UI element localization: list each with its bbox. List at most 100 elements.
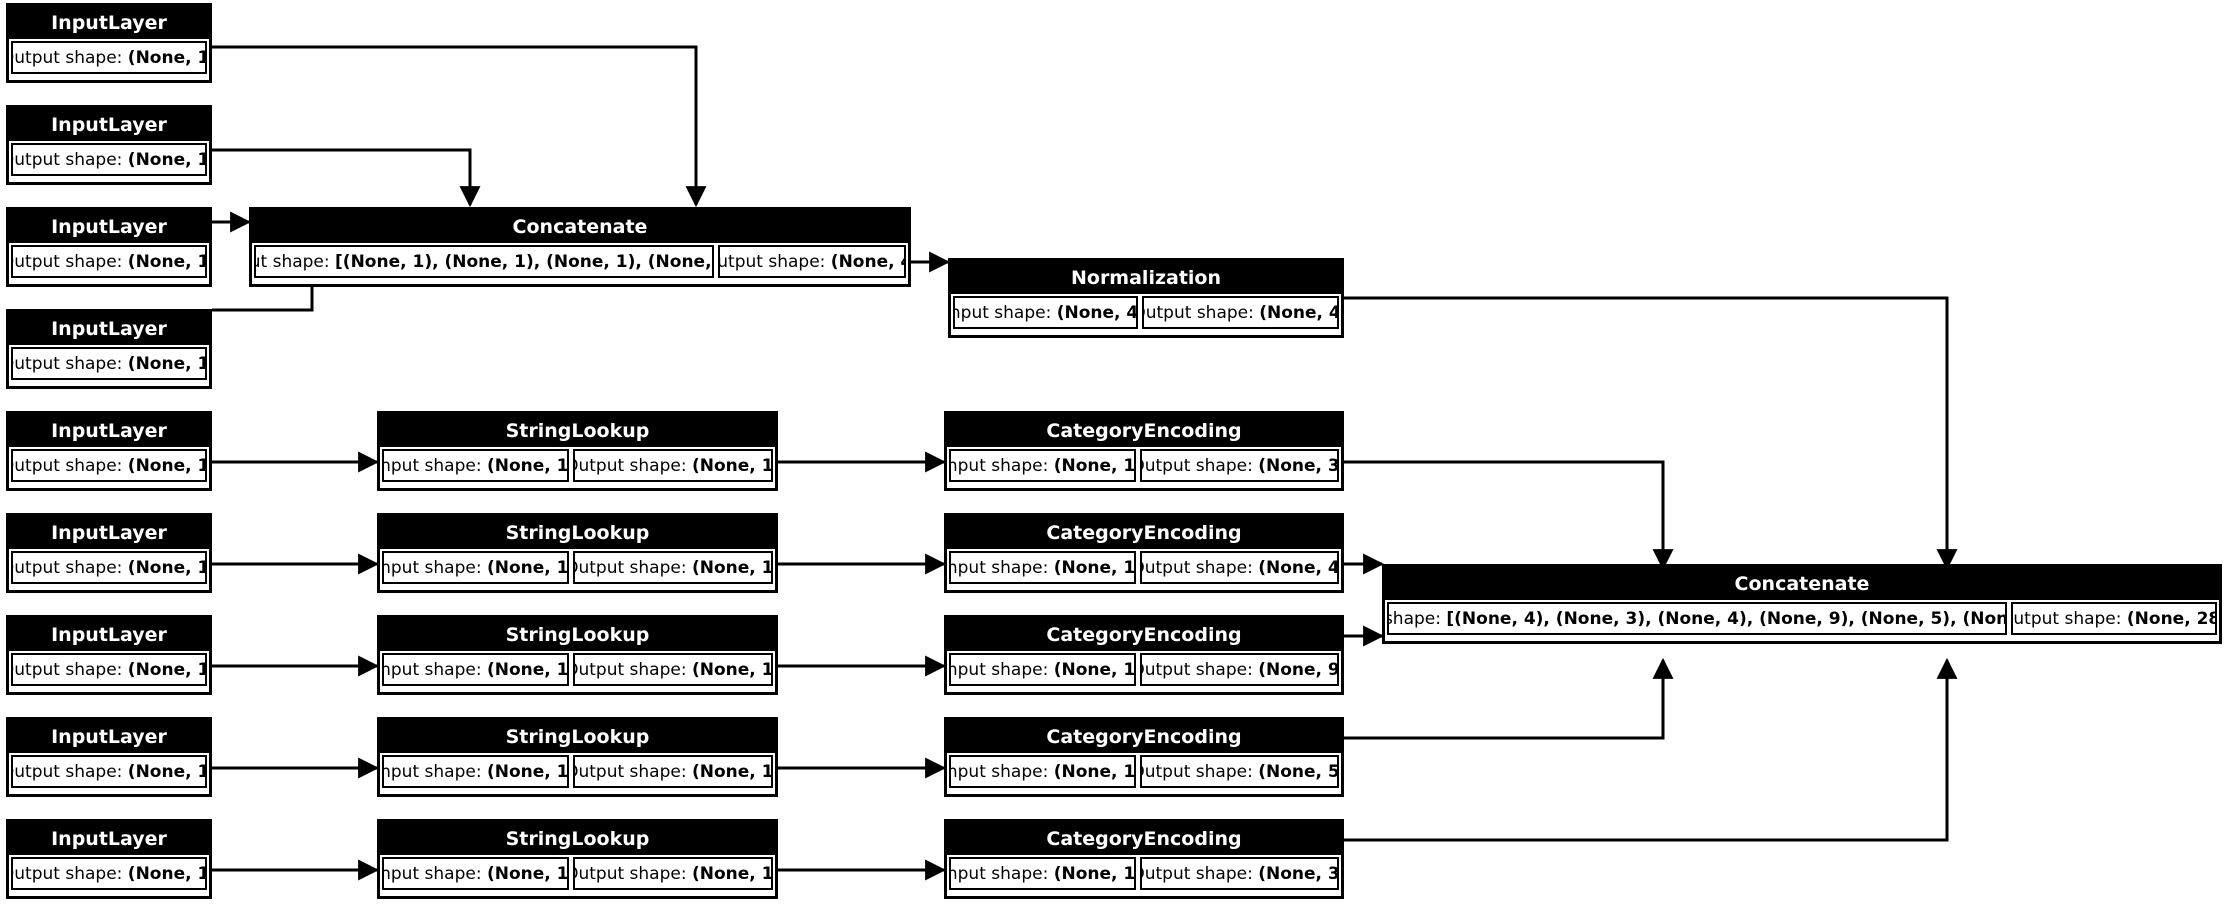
node-categoryencoding-1[interactable]: CategoryEncoding Input shape: (None, 1) … [944, 411, 1344, 491]
output-shape-cell: Output shape: (None, 4) [1141, 296, 1339, 329]
node-title: InputLayer [9, 414, 209, 447]
output-shape-value: (None, 4) [830, 251, 904, 272]
output-shape-cell: Output shape: (None, 1) [573, 551, 773, 584]
node-inputlayer-5[interactable]: InputLayer Output shape: (None, 1) [6, 411, 212, 491]
node-inputlayer-2[interactable]: InputLayer Output shape: (None, 1) [6, 105, 212, 185]
output-shape-cell: Output shape: (None, 1) [11, 653, 207, 686]
output-shape-value: (None, 1) [691, 557, 773, 578]
node-title: CategoryEncoding [947, 618, 1341, 651]
output-shape-label: Output shape: [1139, 455, 1253, 476]
output-shape-label: Output shape: [573, 455, 687, 476]
output-shape-label: Output shape: [573, 659, 687, 680]
output-shape-value: (None, 5) [1258, 761, 1339, 782]
node-title: InputLayer [9, 822, 209, 855]
node-categoryencoding-3[interactable]: CategoryEncoding Input shape: (None, 1) … [944, 615, 1344, 695]
output-shape-value: (None, 1) [127, 353, 205, 374]
output-shape-label: Output shape: [11, 251, 123, 272]
node-inputlayer-8[interactable]: InputLayer Output shape: (None, 1) [6, 717, 212, 797]
node-title: CategoryEncoding [947, 414, 1341, 447]
output-shape-label: Output shape: [1139, 761, 1253, 782]
output-shape-value: (None, 3) [1258, 455, 1339, 476]
node-categoryencoding-5[interactable]: CategoryEncoding Input shape: (None, 1) … [944, 819, 1344, 899]
node-inputlayer-7[interactable]: InputLayer Output shape: (None, 1) [6, 615, 212, 695]
input-shape-label: Input shape: [949, 659, 1049, 680]
output-shape-cell: Output shape: (None, 1) [11, 449, 207, 482]
node-inputlayer-6[interactable]: InputLayer Output shape: (None, 1) [6, 513, 212, 593]
input-shape-cell: Input shape: (None, 1) [382, 857, 570, 890]
output-shape-cell: Output shape: (None, 1) [11, 755, 207, 788]
node-inputlayer-1[interactable]: InputLayer Output shape: (None, 1) [6, 3, 212, 83]
output-shape-cell: Output shape: (None, 3) [1139, 449, 1339, 482]
input-shape-label: Input shape: [382, 557, 482, 578]
input-shape-label: Input shape: [256, 251, 330, 272]
node-stringlookup-3[interactable]: StringLookup Input shape: (None, 1) Outp… [377, 615, 778, 695]
input-shape-label: Input shape: [382, 455, 482, 476]
input-shape-cell: Input shape: (None, 1) [382, 449, 570, 482]
input-shape-value: (None, 1) [486, 863, 570, 884]
output-shape-label: Output shape: [11, 761, 123, 782]
node-concatenate-all[interactable]: Concatenate Input shape: [(None, 4), (No… [1382, 564, 2222, 644]
input-shape-cell: Input shape: [(None, 1), (None, 1), (Non… [254, 245, 714, 278]
output-shape-label: Output shape: [718, 251, 826, 272]
node-title: InputLayer [9, 6, 209, 39]
node-title: Concatenate [252, 210, 908, 243]
output-shape-label: Output shape: [1139, 863, 1253, 884]
output-shape-cell: Output shape: (None, 1) [573, 755, 773, 788]
edge-in2-concat [212, 148, 481, 208]
node-inputlayer-9[interactable]: InputLayer Output shape: (None, 1) [6, 819, 212, 899]
output-shape-cell: Output shape: (None, 1) [11, 551, 207, 584]
node-stringlookup-1[interactable]: StringLookup Input shape: (None, 1) Outp… [377, 411, 778, 491]
node-title: StringLookup [380, 414, 775, 447]
output-shape-value: (None, 4) [1259, 302, 1337, 323]
output-shape-value: (None, 1) [127, 761, 205, 782]
output-shape-label: Output shape: [11, 149, 123, 170]
output-shape-value: (None, 1) [127, 455, 205, 476]
input-shape-label: Input shape: [1387, 608, 1441, 629]
output-shape-label: Output shape: [11, 557, 123, 578]
output-shape-value: (None, 4) [1258, 557, 1339, 578]
input-shape-cell: Input shape: (None, 4) [953, 296, 1138, 329]
output-shape-cell: Output shape: (None, 5) [1139, 755, 1339, 788]
input-shape-value: [(None, 1), (None, 1), (None, 1), (None,… [335, 251, 714, 272]
node-title: InputLayer [9, 312, 209, 345]
output-shape-label: Output shape: [573, 863, 687, 884]
node-normalization[interactable]: Normalization Input shape: (None, 4) Out… [948, 258, 1344, 338]
output-shape-value: (None, 3) [1258, 863, 1339, 884]
node-title: InputLayer [9, 108, 209, 141]
output-shape-label: Output shape: [573, 557, 687, 578]
node-title: StringLookup [380, 618, 775, 651]
input-shape-label: Input shape: [382, 659, 482, 680]
node-stringlookup-5[interactable]: StringLookup Input shape: (None, 1) Outp… [377, 819, 778, 899]
input-shape-value: (None, 1) [486, 659, 570, 680]
output-shape-cell: Output shape: (None, 1) [11, 245, 207, 278]
input-shape-label: Input shape: [382, 761, 482, 782]
output-shape-cell: Output shape: (None, 28) [2011, 602, 2217, 635]
node-inputlayer-3[interactable]: InputLayer Output shape: (None, 1) [6, 207, 212, 287]
node-categoryencoding-2[interactable]: CategoryEncoding Input shape: (None, 1) … [944, 513, 1344, 593]
output-shape-value: (None, 1) [127, 251, 205, 272]
node-stringlookup-4[interactable]: StringLookup Input shape: (None, 1) Outp… [377, 717, 778, 797]
node-title: CategoryEncoding [947, 516, 1341, 549]
output-shape-label: Output shape: [11, 659, 123, 680]
node-stringlookup-2[interactable]: StringLookup Input shape: (None, 1) Outp… [377, 513, 778, 593]
input-shape-value: (None, 1) [486, 455, 570, 476]
output-shape-cell: Output shape: (None, 4) [1139, 551, 1339, 584]
node-inputlayer-4[interactable]: InputLayer Output shape: (None, 1) [6, 309, 212, 389]
output-shape-cell: Output shape: (None, 4) [718, 245, 906, 278]
input-shape-label: Input shape: [949, 455, 1049, 476]
output-shape-value: (None, 1) [127, 47, 205, 68]
input-shape-label: Input shape: [949, 761, 1049, 782]
node-title: StringLookup [380, 516, 775, 549]
output-shape-value: (None, 1) [127, 863, 205, 884]
node-categoryencoding-4[interactable]: CategoryEncoding Input shape: (None, 1) … [944, 717, 1344, 797]
input-shape-cell: Input shape: (None, 1) [949, 449, 1136, 482]
input-shape-value: (None, 1) [486, 761, 570, 782]
input-shape-cell: Input shape: (None, 1) [382, 653, 570, 686]
node-title: Normalization [951, 261, 1341, 294]
output-shape-label: Output shape: [2011, 608, 2122, 629]
output-shape-value: (None, 1) [691, 455, 773, 476]
output-shape-value: (None, 1) [127, 557, 205, 578]
output-shape-label: Output shape: [11, 47, 123, 68]
output-shape-cell: Output shape: (None, 1) [11, 347, 207, 380]
node-concatenate-numeric[interactable]: Concatenate Input shape: [(None, 1), (No… [249, 207, 911, 287]
